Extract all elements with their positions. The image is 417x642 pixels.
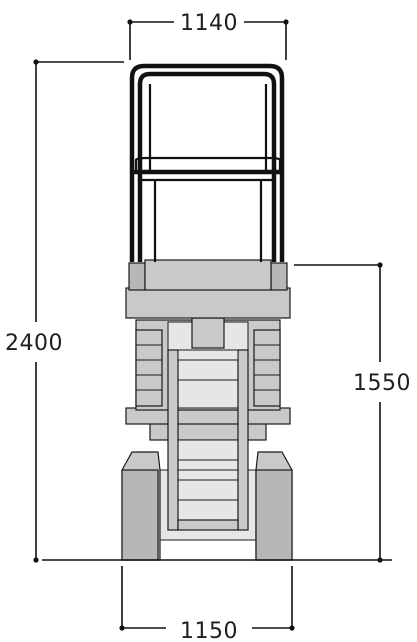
dimension-overall-height: 2400 [5,59,124,563]
dimension-top-width: 1140 [127,11,289,60]
dimension-platform-height: 1550 [294,262,411,563]
platform-deck [125,259,291,319]
dimension-base-width: 1150 [119,566,295,642]
scissor-stack [135,317,281,531]
access-ladder [167,349,249,531]
scissor-lift-machine [121,63,293,561]
dimension-label-platform-height: 1550 [353,371,411,396]
dimension-label-base-width: 1150 [180,619,238,642]
dimension-label-overall-height: 2400 [5,331,63,356]
guardrails [129,63,285,262]
chassis [121,407,293,561]
dimension-label-top-width: 1140 [180,11,238,36]
